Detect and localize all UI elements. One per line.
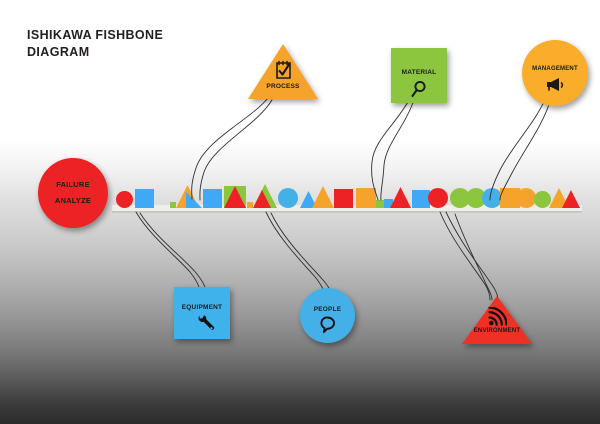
node-people[interactable]: PEOPLE [300, 288, 355, 343]
spine-shape [384, 199, 393, 208]
spine-shape [203, 189, 222, 208]
people-circle [300, 288, 355, 343]
spine-shape [376, 200, 384, 208]
spine-baseline [112, 205, 582, 212]
spine-shape [516, 188, 536, 208]
page-title: ISHIKAWA FISHBONE DIAGRAM [27, 28, 164, 59]
spine-shape [562, 190, 580, 208]
process-triangle [248, 44, 318, 99]
spine-shadow [112, 211, 582, 213]
spine-shape [549, 188, 569, 208]
spine-shape [278, 188, 298, 208]
spine-shape [412, 190, 430, 208]
spine-shape [135, 189, 154, 208]
spine-shape [170, 202, 176, 208]
node-failure-analyze[interactable]: FAILURE ANALYZE [38, 158, 108, 228]
spine-shape [312, 186, 334, 208]
spine-shape [450, 188, 470, 208]
spine-shape [466, 188, 486, 208]
node-process[interactable]: PROCESS [247, 43, 319, 100]
spine-shape [356, 188, 376, 208]
management-circle [522, 40, 588, 106]
spine-shape [482, 188, 502, 208]
equipment-square [174, 287, 230, 339]
spine-shape-group [116, 184, 580, 208]
environment-triangle [462, 296, 532, 344]
spine-shape [334, 189, 353, 208]
failure-analyze-circle [38, 158, 108, 228]
node-management[interactable]: MANAGEMENT [522, 40, 588, 106]
node-equipment[interactable]: EQUIPMENT [174, 287, 230, 339]
spine-shape [300, 191, 317, 208]
spine-shape [116, 191, 133, 208]
node-environment[interactable]: ENVIRONMENT [461, 295, 533, 345]
node-material[interactable]: MATERIAL [391, 48, 447, 103]
spine-shape [247, 202, 253, 208]
spine-shape [186, 192, 202, 208]
spine-shape [390, 187, 411, 208]
material-square [391, 48, 447, 103]
spine-shape [428, 188, 448, 208]
spine-shape [534, 191, 551, 208]
